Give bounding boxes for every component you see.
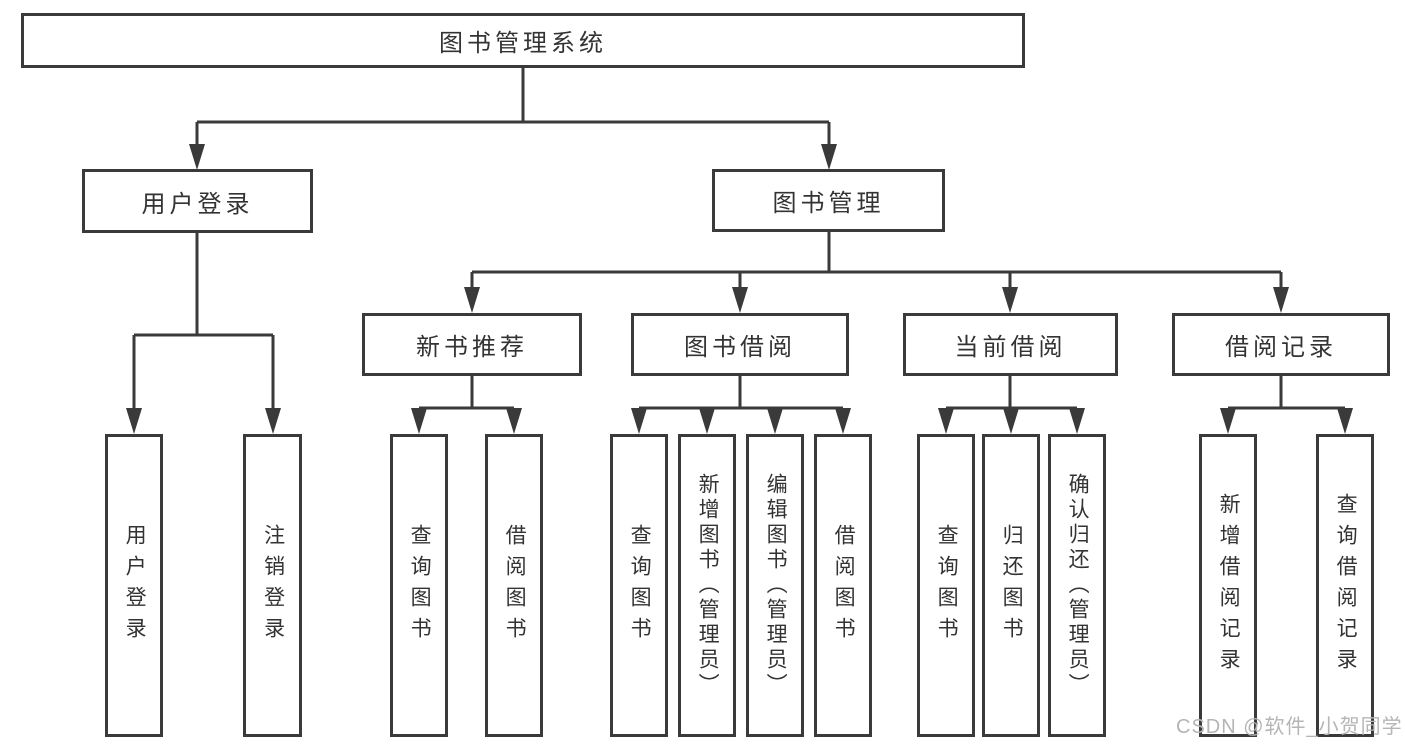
node-new-book-recommend-label: 新书推荐 [416,334,528,361]
leaf-confirm-return-admin: 确认归还（管理员） [1048,434,1106,737]
arrowhead-icon [1002,287,1018,313]
leaf-user-login: 用户登录 [105,434,163,737]
leaf-query-books-borrow: 查询图书 [610,434,668,737]
node-book-borrow-label: 图书借阅 [684,334,796,361]
arrowhead-icon [126,408,142,434]
arrowhead-icon [189,144,205,170]
arrowhead-icon [1337,408,1353,434]
arrowhead-icon [1273,287,1289,313]
connector-root-trunk [195,68,831,148]
leaf-borrow-books: 借阅图书 [814,434,872,737]
arrowhead-icon [835,408,851,434]
node-root: 图书管理系统 [21,13,1025,68]
arrowhead-icon [732,287,748,313]
leaf-borrow-books-recommend-label: 借阅图书 [503,523,527,648]
connector-new-book-recommend [417,376,516,412]
leaf-edit-books-admin-label: 编辑图书（管理员） [764,473,788,698]
arrowhead-icon [411,408,427,434]
arrowhead-icon [1003,408,1019,434]
connector-current-borrow [944,376,1079,412]
leaf-add-books-admin: 新增图书（管理员） [678,434,736,737]
connector-book-borrow [637,376,845,412]
arrowhead-icon [699,408,715,434]
leaf-query-books-recommend: 查询图书 [390,434,448,737]
node-book-management-label: 图书管理 [772,190,885,217]
arrowhead-icon [631,408,647,434]
leaf-logout-label: 注销登录 [261,523,285,648]
arrowhead-icon [938,408,954,434]
node-user-login-label: 用户登录 [141,190,254,218]
node-borrow-records-label: 借阅记录 [1225,334,1337,361]
leaf-query-borrow-record: 查询借阅记录 [1316,434,1374,737]
arrowhead-icon [464,287,480,313]
node-new-book-recommend: 新书推荐 [362,313,582,376]
leaf-borrow-books-recommend: 借阅图书 [485,434,543,737]
leaf-borrow-books-label: 借阅图书 [832,523,856,648]
leaf-query-books-current: 查询图书 [917,434,975,737]
leaf-query-books-borrow-label: 查询图书 [628,523,652,648]
leaf-return-books: 归还图书 [982,434,1040,737]
leaf-return-books-label: 归还图书 [1000,523,1024,648]
node-root-label: 图书管理系统 [439,30,607,57]
node-current-borrow-label: 当前借阅 [954,334,1067,361]
node-book-borrow: 图书借阅 [631,313,849,376]
node-current-borrow: 当前借阅 [903,313,1118,376]
connector-book-management [470,232,1283,291]
leaf-edit-books-admin: 编辑图书（管理员） [746,434,804,737]
watermark: CSDN @软件_小贺同学 [1176,716,1403,738]
connector-user-login [132,233,275,412]
node-user-login: 用户登录 [82,169,313,233]
leaf-confirm-return-admin-label: 确认归还（管理员） [1066,473,1090,698]
leaf-query-borrow-record-label: 查询借阅记录 [1334,492,1358,679]
arrowhead-icon [1069,408,1085,434]
arrowhead-icon [821,144,837,170]
leaf-add-borrow-record: 新增借阅记录 [1199,434,1257,737]
leaf-query-books-current-label: 查询图书 [935,523,959,648]
leaf-logout: 注销登录 [243,434,302,737]
node-borrow-records: 借阅记录 [1172,313,1390,376]
arrowhead-icon [1220,408,1236,434]
connector-borrow-records [1226,376,1347,412]
leaf-add-books-admin-label: 新增图书（管理员） [696,473,720,698]
leaf-user-login-label: 用户登录 [123,523,147,648]
arrowhead-icon [265,408,281,434]
leaf-query-books-recommend-label: 查询图书 [408,523,432,648]
node-book-management: 图书管理 [712,169,945,232]
arrowhead-icon [506,408,522,434]
arrowhead-icon [767,408,783,434]
leaf-add-borrow-record-label: 新增借阅记录 [1217,492,1241,679]
